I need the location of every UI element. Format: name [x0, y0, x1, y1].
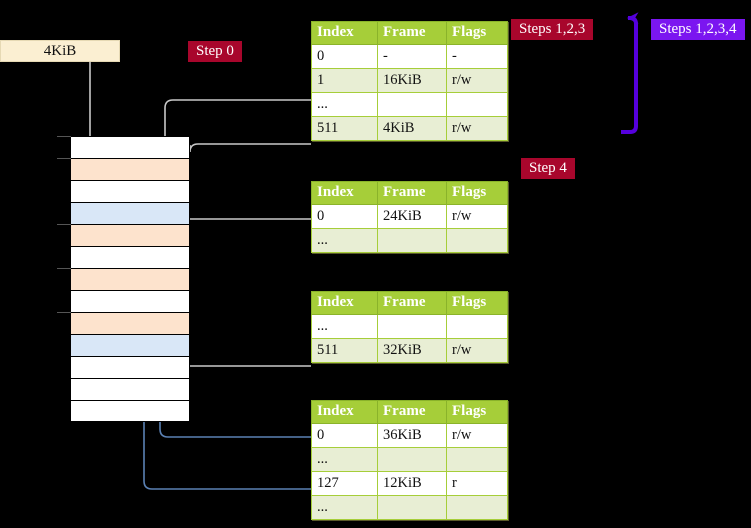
memory-row	[70, 400, 190, 422]
cell-index: ...	[311, 92, 378, 117]
cell-frame	[377, 92, 447, 117]
cell-frame: 32KiB	[377, 338, 447, 363]
column-header-frame: Frame	[377, 21, 447, 45]
cell-flags	[446, 495, 508, 520]
table-row: 0--	[311, 44, 508, 69]
cell-flags	[446, 228, 508, 253]
cell-index: ...	[311, 495, 378, 520]
column-header-index: Index	[311, 181, 378, 205]
cell-flags: r/w	[446, 204, 508, 229]
cell-frame	[377, 228, 447, 253]
memory-row	[70, 202, 190, 224]
memory-row	[57, 268, 190, 290]
column-header-frame: Frame	[377, 400, 447, 424]
cell-flags: r/w	[446, 338, 508, 363]
cell-index: 0	[311, 423, 378, 448]
cell-index: 0	[311, 204, 378, 229]
column-header-index: Index	[311, 400, 378, 424]
memory-row	[70, 246, 190, 268]
column-header-flags: Flags	[446, 21, 508, 45]
cell-frame: 12KiB	[377, 471, 447, 496]
cell-frame: 16KiB	[377, 68, 447, 93]
memory-row	[70, 334, 190, 356]
memory-row-tick	[57, 158, 71, 159]
cell-flags: r/w	[446, 68, 508, 93]
column-header-flags: Flags	[446, 400, 508, 424]
badge-steps-1-2-3: Steps 1,2,3	[511, 19, 594, 40]
memory-row	[57, 312, 190, 334]
memory-row	[70, 180, 190, 202]
cell-index: ...	[311, 314, 378, 339]
cell-flags	[446, 314, 508, 339]
cell-index: 1	[311, 68, 378, 93]
memory-row-tick	[57, 268, 71, 269]
cell-index: ...	[311, 447, 378, 472]
cell-flags: -	[446, 44, 508, 69]
memory-row-tick	[57, 224, 71, 225]
memory-row	[57, 158, 190, 180]
cell-frame	[377, 447, 447, 472]
cell-flags: r/w	[446, 116, 508, 141]
badge-step-0: Step 0	[188, 41, 242, 62]
column-header-flags: Flags	[446, 291, 508, 315]
cell-index: 511	[311, 338, 378, 363]
badge-step-4: Step 4	[521, 158, 575, 179]
memory-row	[70, 290, 190, 312]
memory-row	[70, 356, 190, 378]
cell-index: 511	[311, 116, 378, 141]
badge-steps-1-2-3-4: Steps 1,2,3,4	[651, 19, 745, 40]
memory-row	[57, 224, 190, 246]
column-header-frame: Frame	[377, 181, 447, 205]
column-header-flags: Flags	[446, 181, 508, 205]
cell-flags	[446, 447, 508, 472]
cell-frame: 24KiB	[377, 204, 447, 229]
memory-row	[57, 136, 190, 158]
cell-flags	[446, 92, 508, 117]
cell-frame: -	[377, 44, 447, 69]
cell-index: ...	[311, 228, 378, 253]
column-header-index: Index	[311, 21, 378, 45]
cell-frame: 4KiB	[377, 116, 447, 141]
memory-row-tick	[57, 136, 71, 137]
physical-memory-column	[57, 136, 190, 422]
cell-flags: r	[446, 471, 508, 496]
frame-size-box: 4KiB	[0, 40, 120, 62]
column-header-frame: Frame	[377, 291, 447, 315]
cell-index: 127	[311, 471, 378, 496]
column-header-index: Index	[311, 291, 378, 315]
table-row: ...	[311, 228, 508, 253]
cell-frame: 36KiB	[377, 423, 447, 448]
cell-index: 0	[311, 44, 378, 69]
memory-row-tick	[57, 312, 71, 313]
table-row: ...	[311, 314, 508, 339]
memory-row	[70, 378, 190, 400]
table-row: ...	[311, 495, 508, 520]
cell-frame	[377, 495, 447, 520]
table-row: ...	[311, 447, 508, 472]
cell-flags: r/w	[446, 423, 508, 448]
table-row: ...	[311, 92, 508, 117]
cell-frame	[377, 314, 447, 339]
frame-size-label: 4KiB	[43, 43, 77, 59]
